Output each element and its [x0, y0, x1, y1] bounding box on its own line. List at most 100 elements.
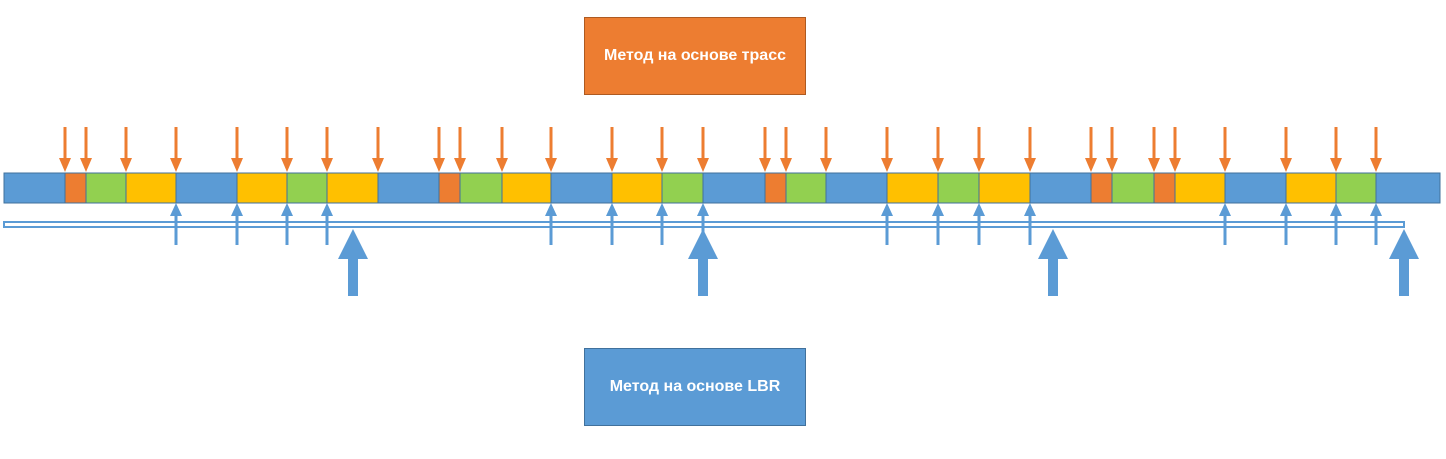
trace-arrow: [496, 127, 508, 172]
lbr-big-arrow: [338, 229, 368, 296]
trace-arrow-head: [780, 158, 792, 172]
timeline-segment: [438, 172, 461, 204]
trace-method-box: Метод на основе трасс: [584, 17, 806, 95]
lbr-big-arrow-shaft: [1399, 258, 1409, 296]
lbr-big-arrow-head: [338, 229, 368, 259]
lbr-small-arrow: [545, 203, 557, 245]
lbr-small-arrow-head: [1219, 203, 1231, 216]
lbr-method-box: Метод на основе LBR: [584, 348, 806, 426]
lbr-arrows: [170, 203, 1419, 296]
trace-arrow-head: [1169, 158, 1181, 172]
lbr-small-arrow: [1219, 203, 1231, 245]
trace-arrow-head: [231, 158, 243, 172]
lbr-small-arrow-head: [697, 203, 709, 216]
timeline-segment: [125, 172, 177, 204]
trace-arrow: [1085, 127, 1097, 172]
trace-arrow-head: [1085, 158, 1097, 172]
trace-arrow-head: [881, 158, 893, 172]
timeline-segment: [1224, 172, 1287, 204]
timeline-segment: [1335, 172, 1377, 204]
trace-arrow-head: [170, 158, 182, 172]
lbr-small-arrow-head: [656, 203, 668, 216]
timeline-segments: [3, 172, 1441, 204]
trace-arrow: [120, 127, 132, 172]
timeline-segment: [1111, 172, 1155, 204]
timeline-segment: [785, 172, 827, 204]
lbr-big-arrow: [688, 229, 718, 296]
trace-arrow-head: [321, 158, 333, 172]
lbr-small-arrow-head: [321, 203, 333, 216]
trace-arrow-head: [1148, 158, 1160, 172]
trace-arrow-head: [80, 158, 92, 172]
trace-arrow: [1370, 127, 1382, 172]
trace-arrow: [881, 127, 893, 172]
trace-arrow-head: [656, 158, 668, 172]
lbr-small-arrow: [932, 203, 944, 245]
trace-arrow-head: [372, 158, 384, 172]
trace-arrow-head: [1219, 158, 1231, 172]
trace-arrow: [1106, 127, 1118, 172]
trace-arrow-head: [697, 158, 709, 172]
trace-arrow: [1280, 127, 1292, 172]
lbr-big-arrow-head: [688, 229, 718, 259]
lbr-big-arrow-shaft: [348, 258, 358, 296]
lbr-small-arrow: [1024, 203, 1036, 245]
lbr-big-arrow: [1038, 229, 1068, 296]
timeline-segment: [85, 172, 127, 204]
trace-arrow-head: [1330, 158, 1342, 172]
lbr-small-arrow-head: [1330, 203, 1342, 216]
timeline-segment: [825, 172, 888, 204]
lbr-small-arrow-head: [606, 203, 618, 216]
lbr-small-arrow: [231, 203, 243, 245]
timeline-segment: [886, 172, 939, 204]
timeline-segment: [286, 172, 328, 204]
lbr-small-arrow: [1330, 203, 1342, 245]
lbr-small-arrow-head: [1280, 203, 1292, 216]
trace-arrow: [454, 127, 466, 172]
trace-arrow-head: [932, 158, 944, 172]
trace-arrow: [1024, 127, 1036, 172]
trace-arrow-head: [120, 158, 132, 172]
trace-arrow-head: [1280, 158, 1292, 172]
trace-arrow: [433, 127, 445, 172]
timeline-segment: [702, 172, 766, 204]
lbr-small-arrow-head: [545, 203, 557, 216]
timeline-segment: [236, 172, 288, 204]
timeline-segment: [64, 172, 87, 204]
lbr-small-arrow-head: [932, 203, 944, 216]
trace-arrow-head: [59, 158, 71, 172]
timeline-segment: [501, 172, 552, 204]
timeline-segment: [1090, 172, 1113, 204]
trace-arrow: [820, 127, 832, 172]
timeline-segment: [550, 172, 613, 204]
trace-arrow-head: [1024, 158, 1036, 172]
lbr-big-arrow-shaft: [1048, 258, 1058, 296]
trace-arrow: [759, 127, 771, 172]
trace-arrow-head: [496, 158, 508, 172]
lbr-small-arrow: [606, 203, 618, 245]
lbr-small-arrow: [281, 203, 293, 245]
lbr-big-arrow-shaft: [698, 258, 708, 296]
timeline-segment: [3, 172, 66, 204]
timeline-segment: [377, 172, 440, 204]
timeline-segment: [1285, 172, 1337, 204]
lbr-small-arrow: [1370, 203, 1382, 245]
trace-arrow: [780, 127, 792, 172]
timeline-segment: [611, 172, 663, 204]
timeline-segment: [175, 172, 238, 204]
lbr-small-arrow: [321, 203, 333, 245]
trace-arrow-head: [1106, 158, 1118, 172]
trace-arrow-head: [973, 158, 985, 172]
lbr-big-arrow: [1389, 229, 1419, 296]
lbr-small-arrow: [170, 203, 182, 245]
timeline-segment: [764, 172, 787, 204]
lbr-small-arrow: [656, 203, 668, 245]
trace-arrow: [59, 127, 71, 172]
timeline-segment: [1375, 172, 1441, 204]
trace-arrow: [656, 127, 668, 172]
trace-arrow: [606, 127, 618, 172]
timeline-segment: [661, 172, 704, 204]
trace-arrows: [59, 127, 1382, 172]
trace-arrow-head: [433, 158, 445, 172]
